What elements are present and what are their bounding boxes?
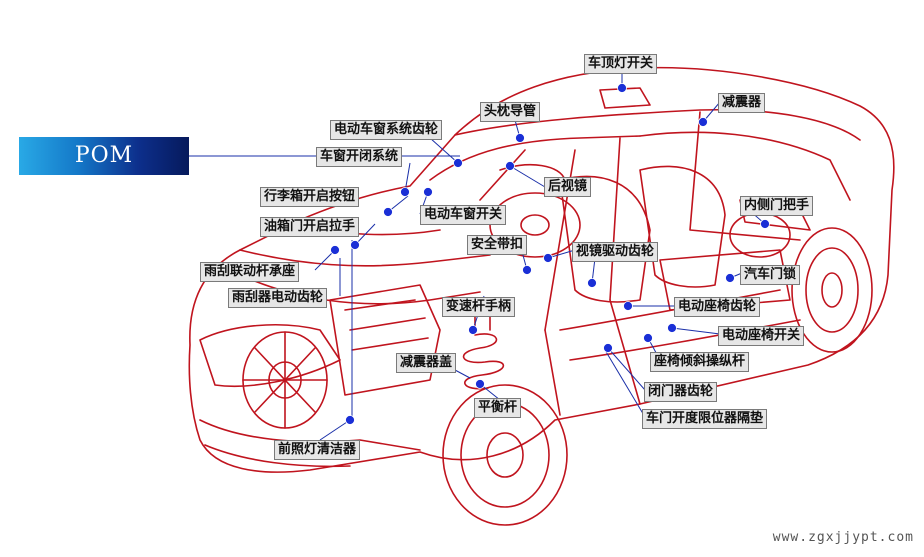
watermark: www.zgxjjypt.com: [772, 530, 914, 545]
label-shock-absorber-cap: 减震器盖: [396, 353, 457, 373]
label-door-closer-gear: 闭门器齿轮: [644, 382, 718, 402]
label-fuel-door-handle: 油箱门开启拉手: [260, 217, 360, 237]
label-wiper-link-bearing: 雨刮联动杆承座: [200, 262, 300, 282]
label-mirror-drive-gear: 视镜驱动齿轮: [572, 242, 659, 262]
label-seat-belt-buckle: 安全带扣: [467, 235, 528, 255]
label-seat-tilt-lever: 座椅倾斜操纵杆: [650, 352, 750, 372]
label-window-switch-system: 车窗开闭系统: [316, 147, 403, 167]
label-gear-lever-handle: 变速杆手柄: [442, 297, 516, 317]
connection-dots: [330, 83, 770, 425]
label-headlight-washer: 前照灯清洁器: [274, 440, 361, 460]
material-badge: POM: [19, 137, 189, 175]
label-power-seat-gear: 电动座椅齿轮: [674, 297, 761, 317]
label-wiper-motor-gear: 雨刮器电动齿轮: [228, 288, 328, 308]
label-power-window-gear: 电动车窗系统齿轮: [330, 120, 443, 140]
label-shock-absorber-rear: 减震器: [718, 93, 766, 113]
label-trunk-button: 行李箱开启按钮: [260, 187, 360, 207]
label-power-window-switch: 电动车窗开关: [420, 205, 507, 225]
label-door-check-gasket: 车门开度限位器隔垫: [642, 409, 768, 429]
label-power-seat-switch: 电动座椅开关: [718, 326, 805, 346]
label-inner-door-handle: 内侧门把手: [740, 196, 814, 216]
label-rear-mirror: 后视镜: [544, 177, 592, 197]
label-car-door-lock: 汽车门锁: [740, 265, 801, 285]
label-stabilizer-bar: 平衡杆: [474, 398, 522, 418]
label-roof-light-switch: 车顶灯开关: [584, 54, 658, 74]
label-headrest-guide: 头枕导管: [480, 102, 541, 122]
